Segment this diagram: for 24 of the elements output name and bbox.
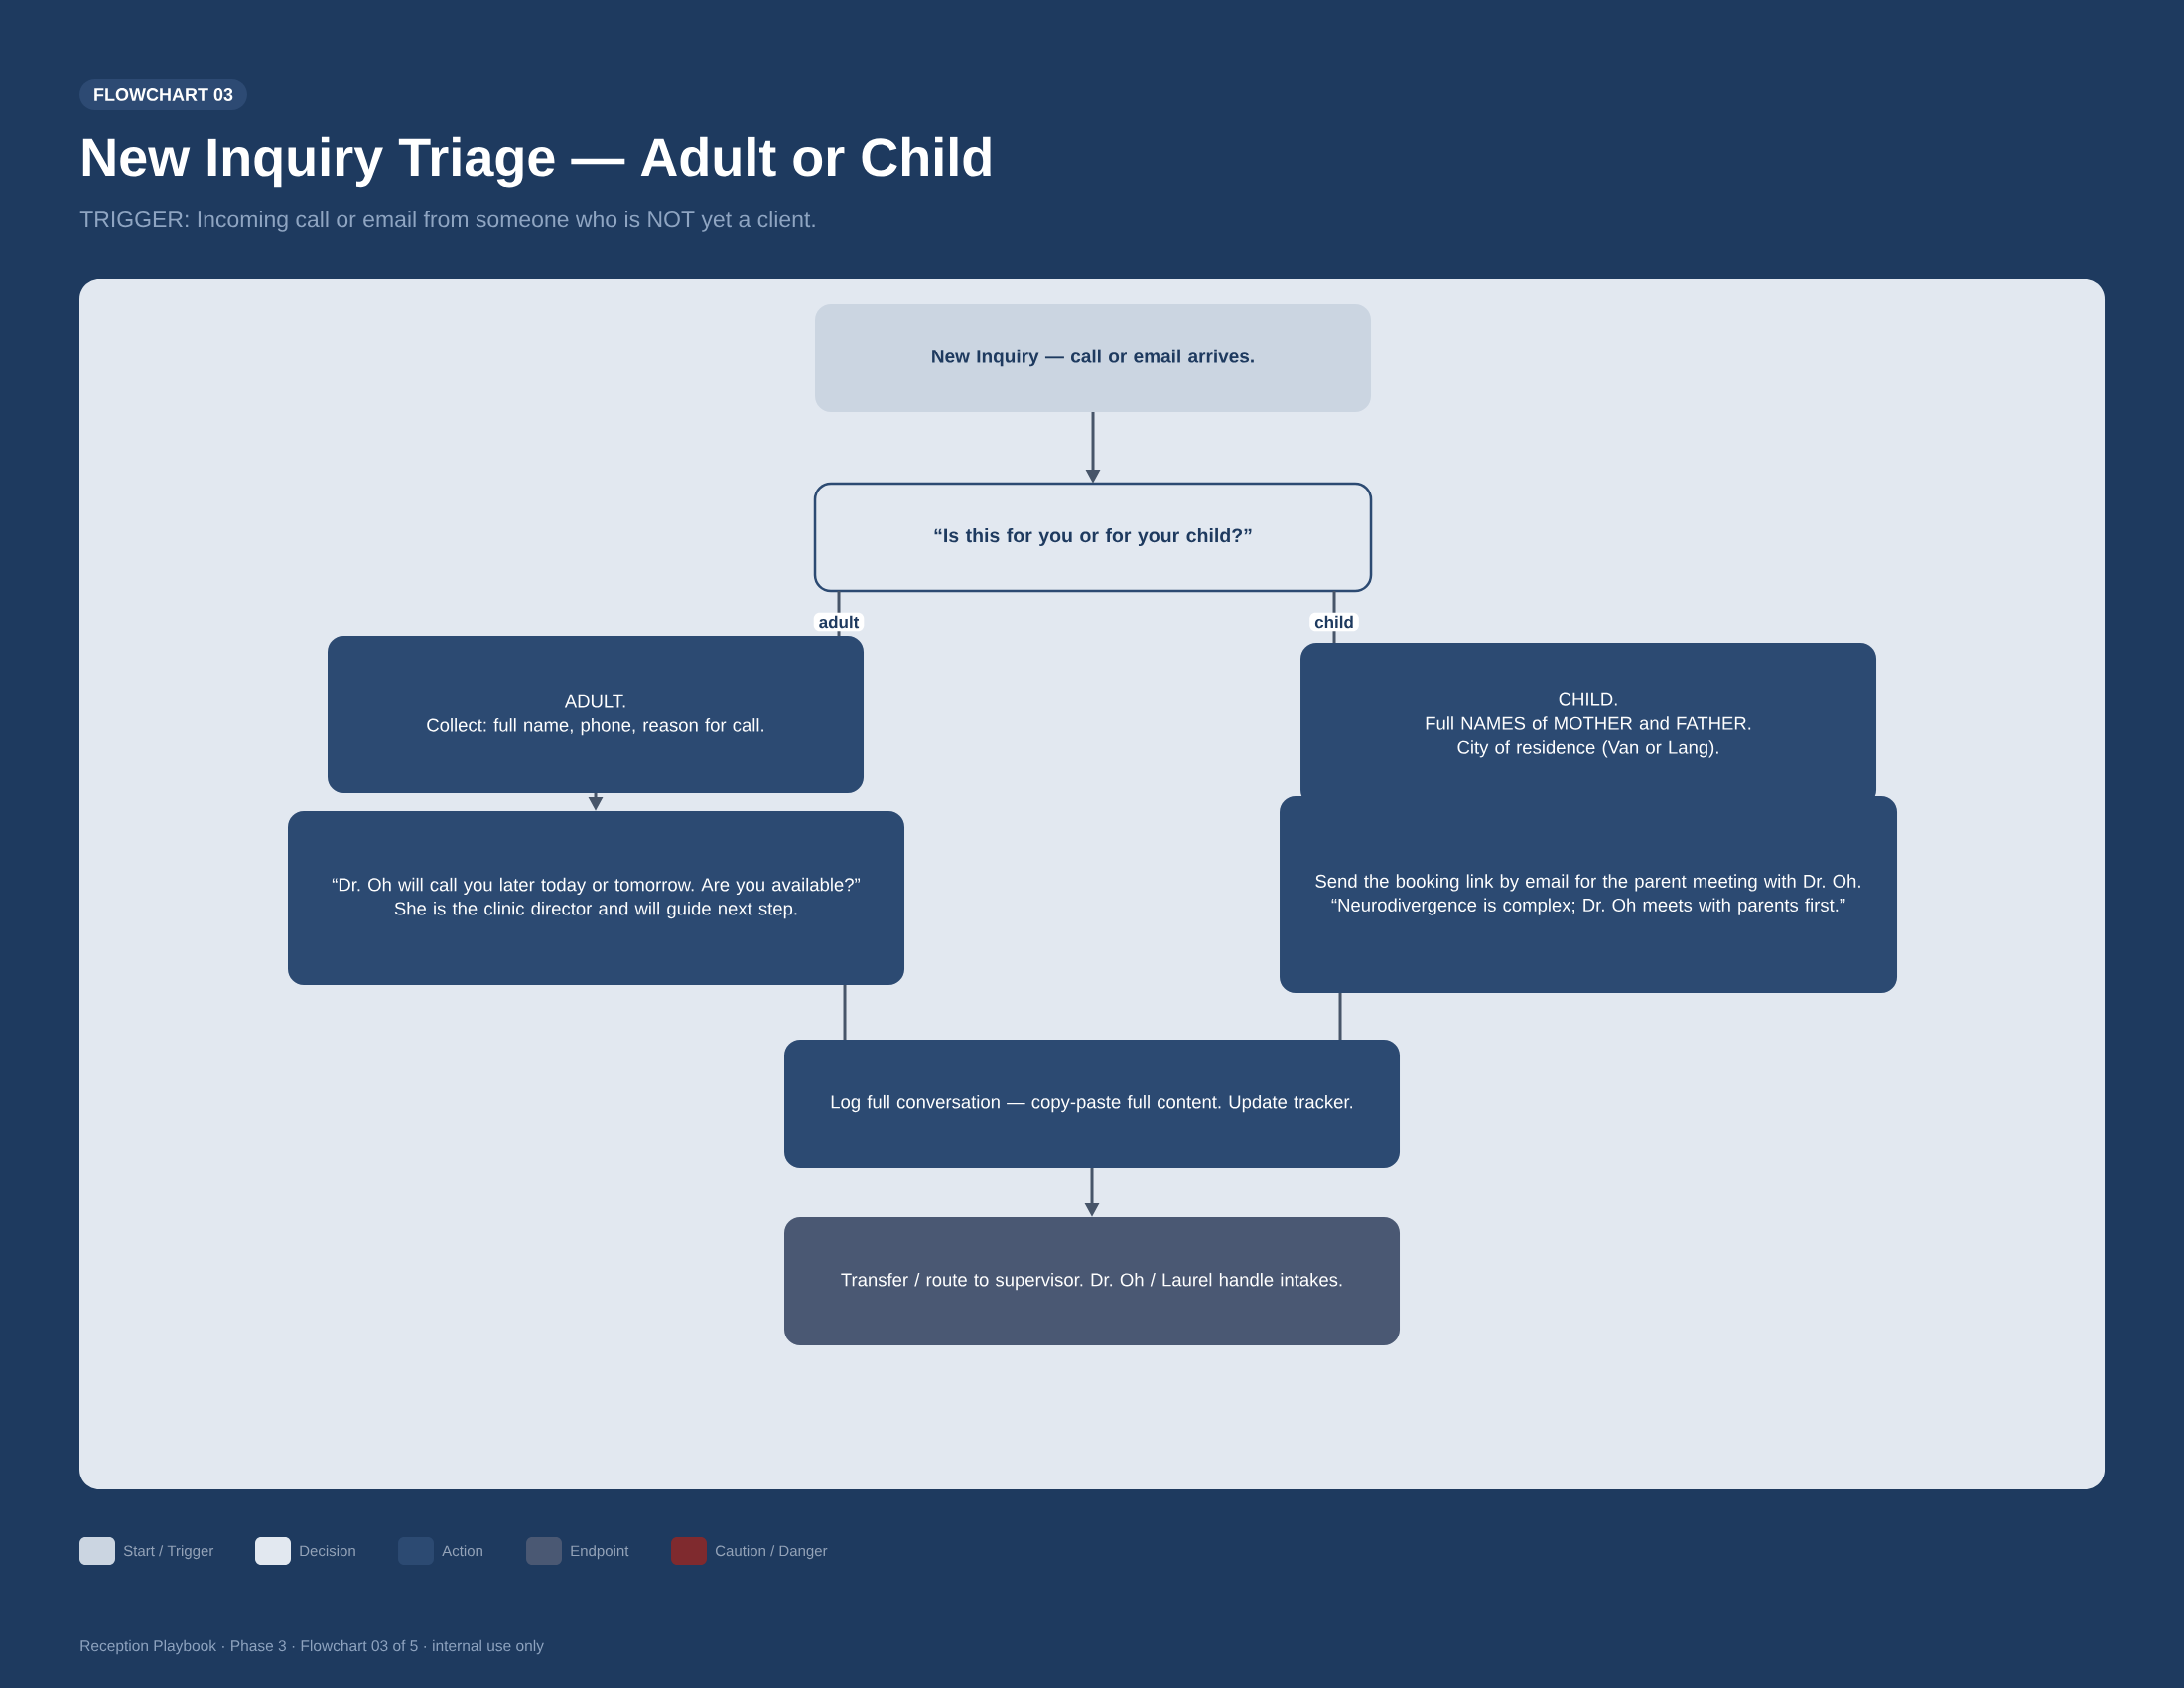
connector-line	[1338, 993, 1342, 1040]
footer-text: Reception Playbook · Phase 3 · Flowchart 03 of 5 · internal use only	[80, 1639, 544, 1655]
title: New Inquiry Triage — Adult or Child	[82, 136, 991, 188]
action-box: Send the booking link by email for the parent meeting with Dr. Oh. “Neurodivergence is complex; Dr. Oh meets with parents first.”	[1280, 796, 1898, 993]
action-box: Log full conversation — copy-paste full content. Update tracker.	[784, 1040, 1400, 1168]
node-label: “Neurodivergence is complex; Dr. Oh meets with parents first.”	[1331, 898, 1845, 915]
connector-line	[843, 985, 847, 1040]
decision-box: “Is this for you or for your child?”	[813, 482, 1373, 593]
action-box: “Dr. Oh will call you later today or tomorrow. Are you available?” She is the clinic director and will guide next step.	[288, 811, 904, 985]
legend-text: Decision	[300, 1545, 355, 1557]
start-box: New Inquiry — call or email arrives.	[815, 304, 1371, 412]
legend-text: Endpoint	[571, 1545, 629, 1560]
legend-text: Action	[442, 1545, 482, 1557]
action-box: ADULT. Collect: full name, phone, reason for call.	[328, 636, 864, 793]
endpoint-box: Transfer / route to supervisor. Dr. Oh / Laurel handle intakes.	[784, 1217, 1400, 1345]
subtitle: TRIGGER: Incoming call or email from someone who is NOT yet a client.	[79, 211, 815, 232]
title-badge: FLOWCHART 03	[79, 79, 247, 110]
action-box: CHILD. Full NAMES of MOTHER and FATHER. City of residence (Van or Lang).	[1300, 643, 1877, 806]
node-label: CHILD.	[1559, 692, 1617, 706]
node-label: Send the booking link by email for the parent meeting with Dr. Oh.	[1315, 874, 1860, 892]
legend-text: Start / Trigger	[123, 1545, 214, 1560]
legend-text: Caution / Danger	[716, 1545, 828, 1560]
node-label: Full NAMES of MOTHER and FATHER.	[1426, 716, 1751, 730]
node-label: City of residence (Van or Lang).	[1457, 740, 1718, 758]
